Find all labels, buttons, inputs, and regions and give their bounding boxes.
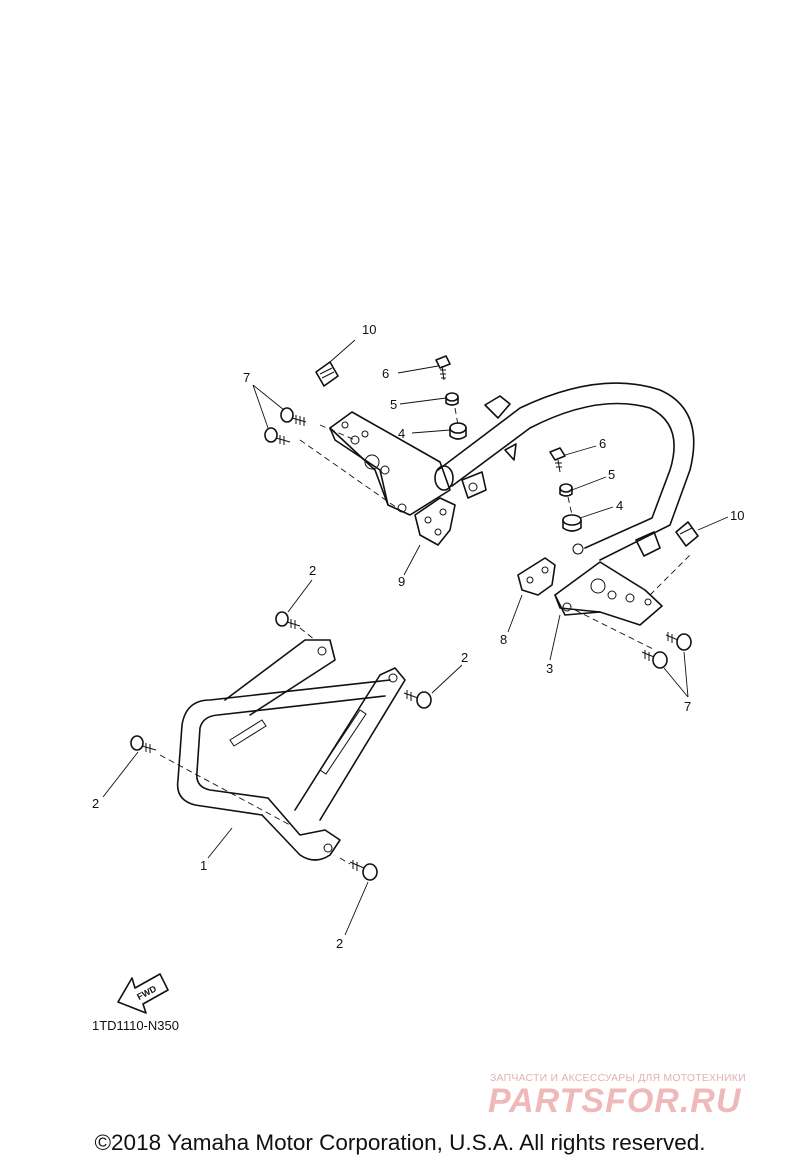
grommet-4-left	[449, 422, 467, 440]
watermark-tagline: ЗАПЧАСТИ И АКСЕССУАРЫ ДЛЯ МОТОТЕХНИКИ	[490, 1072, 746, 1084]
callout-6-left: 6	[382, 366, 389, 381]
plate-part-9	[414, 497, 456, 546]
assembly-line	[454, 407, 459, 426]
assembly-line	[299, 439, 401, 511]
callout-8: 8	[500, 632, 507, 647]
callout-1: 1	[200, 858, 207, 873]
bolts-7-right	[641, 632, 692, 669]
bolt-2-left	[130, 735, 157, 753]
bolt-2-right	[403, 690, 432, 709]
callout-4-left: 4	[398, 426, 405, 441]
assembly-line	[159, 754, 291, 826]
callout-10-left: 10	[362, 322, 376, 337]
assembly-line	[299, 627, 316, 641]
copyright-notice: ©2018 Yamaha Motor Corporation, U.S.A. A…	[94, 1130, 706, 1155]
callout-2-bottom: 2	[336, 936, 343, 951]
callout-5-right: 5	[608, 467, 615, 482]
leader-lines	[102, 339, 729, 936]
callout-4-right: 4	[616, 498, 623, 513]
callout-5-left: 5	[390, 397, 397, 412]
callout-9: 9	[398, 574, 405, 589]
callout-3: 3	[546, 661, 553, 676]
bolt-2-bottom	[349, 860, 378, 881]
callout-labels: 10 7 6 5 4 6 5 4 10 9 2 8 3 2 7 2 1 2	[92, 322, 744, 951]
callout-10-right: 10	[730, 508, 744, 523]
callout-2-right: 2	[461, 650, 468, 665]
assembly-line	[574, 609, 656, 651]
callout-2-top: 2	[309, 563, 316, 578]
callout-2-left: 2	[92, 796, 99, 811]
callout-7-right: 7	[684, 699, 691, 714]
guard-bar-part-1	[176, 639, 406, 861]
assembly-line	[339, 857, 351, 865]
collar-5-right	[559, 483, 573, 497]
bolts-7-left	[264, 407, 307, 445]
bolt-6-left	[435, 355, 451, 381]
assembly-line	[567, 496, 573, 516]
grommet-4-right	[562, 514, 582, 532]
assembly-line	[649, 554, 691, 596]
clip-nut-10-right	[635, 521, 699, 557]
grab-bar-assembly	[329, 382, 695, 626]
assembly-line	[319, 424, 356, 441]
callout-7-left: 7	[243, 370, 250, 385]
bolt-6-right	[549, 447, 566, 473]
clip-nut-10-left	[315, 361, 339, 387]
collar-5-left	[445, 392, 459, 406]
fwd-arrow-icon: FWD	[117, 973, 169, 1014]
bolt-2-top	[275, 611, 301, 629]
callout-6-right: 6	[599, 436, 606, 451]
watermark-logo: PARTSFOR.RU	[488, 1082, 742, 1120]
plate-part-8	[517, 557, 556, 596]
diagram-code: 1TD1110-N350	[92, 1018, 179, 1033]
